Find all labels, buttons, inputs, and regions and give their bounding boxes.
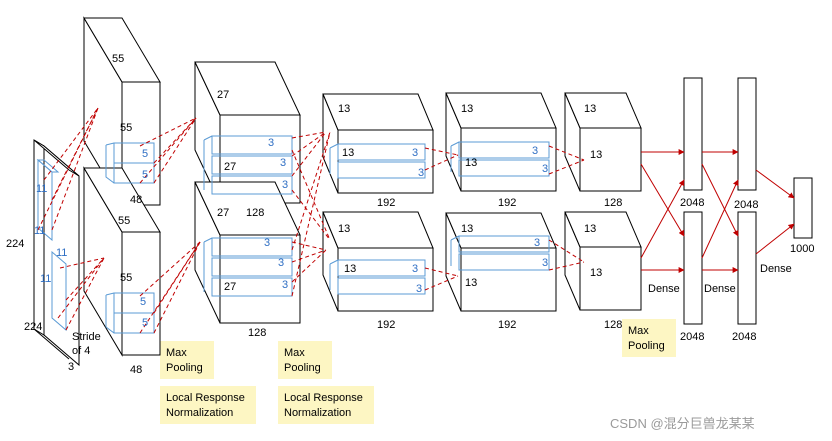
max-pooling-note-2-bg bbox=[278, 341, 332, 379]
conv3-bottom-kernel-2: 3 bbox=[416, 283, 422, 295]
conv2-bottom-depth: 128 bbox=[248, 327, 266, 339]
dense1-bottom-bar bbox=[683, 211, 703, 325]
conv2-bottom-kernel-3: 3 bbox=[282, 279, 288, 291]
conv5-bottom-size: 13 bbox=[584, 223, 596, 235]
conv4-top-kernel-2: 3 bbox=[542, 163, 548, 175]
conv2-top-size-inner: 27 bbox=[224, 161, 236, 173]
input-size-bottom: 224 bbox=[24, 321, 42, 333]
conv4-top-size-inner: 13 bbox=[465, 157, 477, 169]
conv2-top-kernel-1: 3 bbox=[268, 137, 274, 149]
input-block bbox=[33, 139, 80, 367]
conv2-top-depth: 128 bbox=[246, 207, 264, 219]
conv3-bottom-size-inner: 13 bbox=[344, 263, 356, 275]
max-pooling-note-3-line2: Pooling bbox=[628, 340, 665, 352]
conv5-bottom-size-inner: 13 bbox=[590, 267, 602, 279]
max-pooling-note-1-line1: Max bbox=[166, 347, 187, 359]
dense2-top-bar bbox=[737, 77, 757, 191]
conv1-top-kernel-2: 5 bbox=[142, 169, 148, 181]
conv2-top-size-bottom: 27 bbox=[217, 207, 229, 219]
conv2-top-kernel-2: 3 bbox=[280, 157, 286, 169]
conv1-bottom-kernel-2: 5 bbox=[142, 317, 148, 329]
conv2-top-kernel-3: 3 bbox=[282, 179, 288, 191]
conv4-bottom-kernel-1: 3 bbox=[534, 237, 540, 249]
max-pooling-note-2-line1: Max bbox=[284, 347, 305, 359]
conv3-top-kernel-2: 3 bbox=[418, 167, 424, 179]
dense2-bottom-bar bbox=[737, 211, 757, 325]
conv3-top-depth: 192 bbox=[377, 197, 395, 209]
max-pooling-note-3-bg bbox=[622, 319, 676, 357]
dense-label-2: Dense bbox=[704, 283, 736, 295]
input-kernel-label-2: 11 bbox=[34, 225, 45, 237]
input-size-left: 224 bbox=[6, 238, 24, 250]
conv2-top-block bbox=[194, 61, 301, 204]
conv3-top-kernel-1: 3 bbox=[412, 147, 418, 159]
dense1-top-bar bbox=[683, 77, 703, 191]
conv5-top-depth: 128 bbox=[604, 197, 622, 209]
lrn-note-2-line1: Local Response bbox=[284, 392, 363, 404]
max-pooling-note-1-bg bbox=[160, 341, 214, 379]
input-channels: 3 bbox=[68, 361, 74, 373]
stride-label-2: of 4 bbox=[72, 345, 90, 357]
conv1-bottom-size: 55 bbox=[118, 215, 130, 227]
conv2-bottom-block bbox=[194, 181, 301, 324]
conv1-top-size-side: 55 bbox=[120, 122, 132, 134]
conv4-top-kernel-1: 3 bbox=[532, 145, 538, 157]
dense-label-3: Dense bbox=[760, 263, 792, 275]
conv1-bottom-size-side: 55 bbox=[120, 272, 132, 284]
lrn-note-2-bg bbox=[278, 386, 374, 424]
conv2-top-size: 27 bbox=[217, 89, 229, 101]
conv4-bottom-kernel-2: 3 bbox=[542, 257, 548, 269]
conv1-bottom-depth: 48 bbox=[130, 364, 142, 376]
output-bar bbox=[793, 177, 813, 239]
dense-label-1: Dense bbox=[648, 283, 680, 295]
conv3-bottom-block bbox=[322, 211, 434, 312]
conv2-bottom-kernel-1: 3 bbox=[264, 237, 270, 249]
conv4-bottom-size-inner: 13 bbox=[465, 277, 477, 289]
conv3-bottom-kernel-1: 3 bbox=[412, 263, 418, 275]
conv4-bottom-size: 13 bbox=[461, 223, 473, 235]
conv1-top-depth: 48 bbox=[130, 194, 142, 206]
dashed-connections bbox=[37, 107, 585, 334]
input-kernel-label-3: 11 bbox=[56, 247, 67, 259]
dense2-top-units: 2048 bbox=[734, 199, 758, 211]
conv3-bottom-depth: 192 bbox=[377, 319, 395, 331]
conv5-bottom-block bbox=[564, 211, 642, 311]
conv1-top-kernel-1: 5 bbox=[142, 148, 148, 160]
stride-label-1: Stride bbox=[72, 331, 101, 343]
lrn-note-1-line1: Local Response bbox=[166, 392, 245, 404]
lrn-note-1-bg bbox=[160, 386, 256, 424]
lrn-note-1-line2: Normalization bbox=[166, 407, 233, 419]
output-units: 1000 bbox=[790, 243, 814, 255]
conv1-top-size: 55 bbox=[112, 53, 124, 65]
max-pooling-note-1-line2: Pooling bbox=[166, 362, 203, 374]
input-kernel-label-4: 11 bbox=[40, 273, 51, 285]
conv5-bottom-depth: 128 bbox=[604, 319, 622, 331]
conv4-kernel-boxes bbox=[450, 141, 550, 271]
conv5-top-size: 13 bbox=[584, 103, 596, 115]
conv3-top-size-inner: 13 bbox=[342, 147, 354, 159]
conv4-top-depth: 192 bbox=[498, 197, 516, 209]
conv4-top-size: 13 bbox=[461, 103, 473, 115]
conv5-top-size-inner: 13 bbox=[590, 149, 602, 161]
dense2-bottom-units: 2048 bbox=[732, 331, 756, 343]
conv4-bottom-block bbox=[445, 212, 557, 312]
conv3-top-size: 13 bbox=[338, 103, 350, 115]
dense1-top-units: 2048 bbox=[680, 197, 704, 209]
input-kernel-label-1: 11 bbox=[36, 183, 47, 195]
conv2-bottom-size-inner: 27 bbox=[224, 281, 236, 293]
conv2-bottom-kernel-2: 3 bbox=[278, 257, 284, 269]
dense-arrows bbox=[640, 149, 795, 273]
max-pooling-note-3-line1: Max bbox=[628, 325, 649, 337]
conv2-kernel-boxes bbox=[203, 135, 293, 297]
conv1-bottom-kernel-1: 5 bbox=[140, 296, 146, 308]
watermark: CSDN @混分巨兽龙某某 bbox=[610, 416, 755, 431]
conv4-bottom-depth: 192 bbox=[498, 319, 516, 331]
max-pooling-note-2-line2: Pooling bbox=[284, 362, 321, 374]
conv3-bottom-size: 13 bbox=[338, 223, 350, 235]
lrn-note-2-line2: Normalization bbox=[284, 407, 351, 419]
dense1-bottom-units: 2048 bbox=[680, 331, 704, 343]
conv5-top-block bbox=[564, 92, 642, 192]
